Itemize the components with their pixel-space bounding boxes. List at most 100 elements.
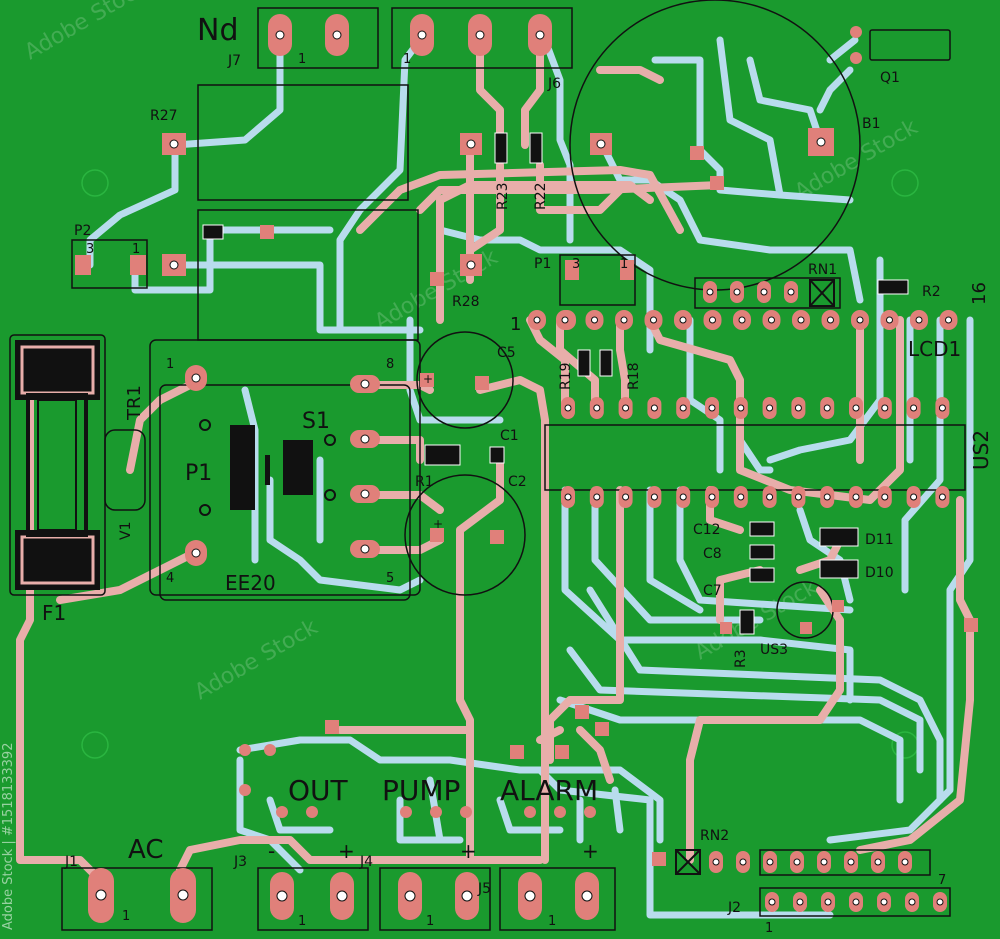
- label-c2: C2: [508, 474, 527, 490]
- label-s1: S1: [302, 409, 330, 434]
- label-p1-trim: P1: [534, 256, 551, 272]
- pad-hole: [766, 858, 774, 866]
- pin-number: 1: [620, 257, 628, 272]
- pad-hole: [827, 316, 834, 324]
- pad-hole: [650, 493, 658, 501]
- label-ee20: EE20: [225, 571, 276, 595]
- label-plus: +: [433, 517, 443, 531]
- label-lcd1: LCD1: [908, 337, 961, 361]
- label-b1: B1: [862, 116, 881, 132]
- label-q1: Q1: [880, 70, 900, 86]
- pad: [524, 806, 536, 818]
- pad-hole: [733, 288, 741, 296]
- pad-hole: [706, 288, 714, 296]
- pad-hole: [881, 493, 889, 501]
- pad-hole: [768, 316, 775, 324]
- pin-number: 8: [386, 357, 394, 372]
- label-r1: R1: [415, 474, 434, 490]
- label-j1: J1: [64, 854, 78, 870]
- pad-hole: [910, 493, 918, 501]
- label-pump: PUMP: [382, 774, 460, 807]
- pad: [584, 806, 596, 818]
- label-j2: J2: [727, 900, 741, 916]
- label-plus: +: [460, 839, 477, 863]
- pad-hole: [794, 493, 802, 501]
- watermark-text: Adobe Stock: [21, 0, 153, 65]
- label-nd: Nd: [197, 13, 238, 48]
- pad-hole: [760, 288, 768, 296]
- pin-number: 3: [86, 242, 94, 257]
- pad-hole: [708, 493, 716, 501]
- pad-hole: [938, 493, 946, 501]
- pin-number: 1: [298, 52, 306, 67]
- pad: [276, 806, 288, 818]
- label-us2: US2: [969, 430, 993, 470]
- pad-hole: [564, 404, 572, 412]
- label-plus: +: [582, 839, 599, 863]
- label-r23: R23: [495, 182, 511, 210]
- pad-hole: [901, 858, 909, 866]
- pad-hole: [824, 898, 832, 906]
- transformer-core: [199, 419, 336, 516]
- pin-one-markers: [675, 279, 835, 875]
- label-f1: F1: [42, 601, 66, 625]
- label-c12: C12: [693, 522, 721, 538]
- pad-hole: [797, 316, 805, 324]
- pad-hole: [852, 404, 860, 412]
- label-us3: US3: [760, 642, 788, 658]
- pad-hole: [737, 493, 745, 501]
- label-d11: D11: [865, 532, 894, 548]
- label-rn2: RN2: [700, 828, 729, 844]
- label-r27: R27: [150, 108, 178, 124]
- label-p1-xfmr: P1: [185, 461, 212, 486]
- label-16: 16: [969, 282, 990, 305]
- pad: [554, 806, 566, 818]
- label-j7: J7: [227, 53, 241, 69]
- pin-number: 4: [166, 571, 174, 586]
- pad-hole: [650, 404, 658, 412]
- pin-number: 1: [426, 914, 434, 929]
- pad-hole: [561, 316, 569, 324]
- pad-hole: [823, 493, 831, 501]
- pin-number: 3: [572, 257, 580, 272]
- label-c8: C8: [703, 546, 722, 562]
- pad: [239, 784, 251, 796]
- pad-hole: [796, 898, 804, 906]
- pad-hole: [712, 858, 720, 866]
- pin-number: 1: [765, 921, 773, 936]
- pin-number: 7: [938, 873, 946, 888]
- pad-hole: [793, 858, 801, 866]
- pad-hole: [945, 316, 952, 324]
- pad: [400, 806, 412, 818]
- pin-number: 1: [122, 909, 130, 924]
- label-plus: +: [423, 372, 433, 386]
- watermark-side-text: Adobe Stock | #1518133392: [1, 743, 16, 930]
- pad-hole: [564, 493, 572, 501]
- pad-hole: [852, 898, 860, 906]
- label-c1: C1: [500, 428, 519, 444]
- pad-hole: [823, 404, 831, 412]
- label-r19: R19: [558, 362, 574, 390]
- pad-hole: [622, 404, 630, 412]
- pad: [239, 744, 251, 756]
- pad-hole: [908, 898, 916, 906]
- pad-hole: [938, 404, 946, 412]
- pad-hole: [739, 858, 747, 866]
- label-j5: J5: [477, 881, 491, 897]
- label-d10: D10: [865, 565, 894, 581]
- fuse-holder: [15, 340, 100, 590]
- pad-hole: [880, 898, 888, 906]
- pad-rows: [239, 281, 958, 912]
- pad-hole: [679, 404, 687, 412]
- pad-hole: [874, 858, 882, 866]
- pad-hole: [533, 316, 541, 324]
- watermark-text: Adobe Stock: [191, 615, 323, 706]
- pad-hole: [766, 493, 774, 501]
- label-p2: P2: [74, 223, 91, 239]
- pad-hole: [593, 493, 601, 501]
- pad-hole: [766, 404, 774, 412]
- pin-number: 1: [403, 52, 411, 67]
- pad-hole: [852, 493, 860, 501]
- label-minus: -: [268, 839, 275, 863]
- label-r18: R18: [626, 362, 642, 390]
